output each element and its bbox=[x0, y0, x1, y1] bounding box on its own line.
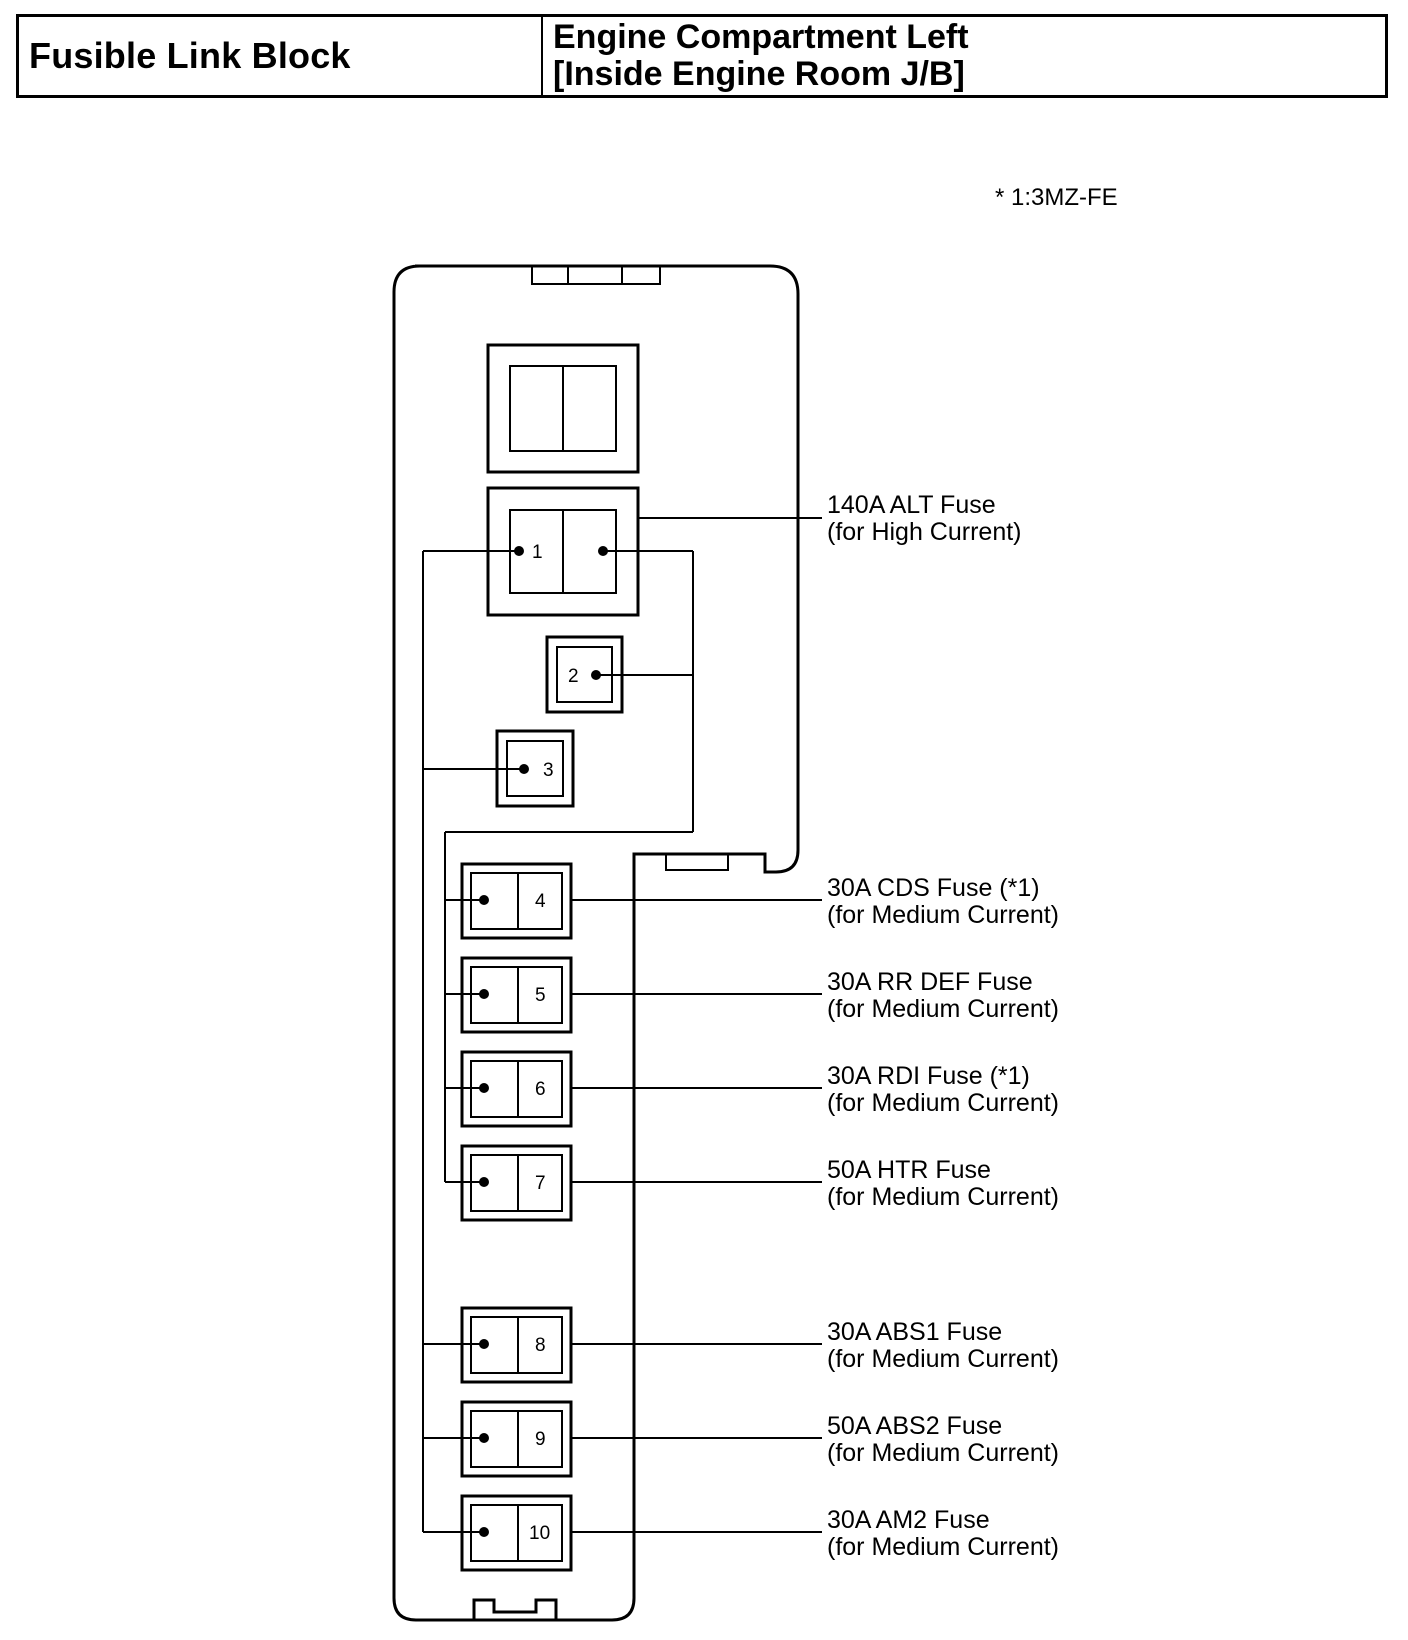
fuse-name: 140A ALT Fuse bbox=[827, 491, 996, 519]
fuse-desc: (for Medium Current) bbox=[827, 1345, 1059, 1373]
fuse-name: 50A HTR Fuse bbox=[827, 1156, 991, 1184]
spare-slot bbox=[486, 343, 640, 474]
fuse-desc: (for Medium Current) bbox=[827, 1439, 1059, 1467]
slot-5-number: 5 bbox=[535, 985, 546, 1006]
fuse-name: 30A CDS Fuse (*1) bbox=[827, 874, 1040, 902]
fuse-desc: (for Medium Current) bbox=[827, 1533, 1059, 1561]
fuse-name: 30A RDI Fuse (*1) bbox=[827, 1062, 1030, 1090]
fuse-desc: (for Medium Current) bbox=[827, 1089, 1059, 1117]
fuse-label-rr-def: 30A RR DEF Fuse (for Medium Current) bbox=[827, 969, 1059, 1023]
header-location-cell: Engine Compartment Left [Inside Engine R… bbox=[543, 17, 1385, 95]
fuse-name: 30A ABS1 Fuse bbox=[827, 1318, 1003, 1346]
fuse-desc: (for Medium Current) bbox=[827, 901, 1059, 929]
fuse-label-alt: 140A ALT Fuse (for High Current) bbox=[827, 492, 1022, 546]
top-tab bbox=[531, 265, 661, 285]
slot-1-number: 1 bbox=[532, 542, 543, 563]
header-title: Fusible Link Block bbox=[29, 35, 351, 76]
variant-note: * 1:3MZ-FE bbox=[995, 184, 1118, 211]
internal-wiring bbox=[422, 550, 694, 1533]
slot-9-number: 9 bbox=[535, 1429, 546, 1450]
fuse-desc: (for Medium Current) bbox=[827, 995, 1059, 1023]
location-line-2: [Inside Engine Room J/B] bbox=[553, 55, 965, 93]
fuse-label-abs2: 50A ABS2 Fuse (for Medium Current) bbox=[827, 1413, 1059, 1467]
slot-7-number: 7 bbox=[535, 1173, 546, 1194]
fuse-desc: (for Medium Current) bbox=[827, 1183, 1059, 1211]
fuse-label-abs1: 30A ABS1 Fuse (for Medium Current) bbox=[827, 1319, 1059, 1373]
slot-10-number: 10 bbox=[529, 1523, 550, 1544]
fuse-desc: (for High Current) bbox=[827, 518, 1022, 546]
slot-6-number: 6 bbox=[535, 1079, 546, 1100]
header-title-cell: Fusible Link Block bbox=[19, 17, 543, 95]
fuse-name: 30A RR DEF Fuse bbox=[827, 968, 1033, 996]
bottom-tab bbox=[472, 1598, 558, 1620]
fuse-label-rdi: 30A RDI Fuse (*1) (for Medium Current) bbox=[827, 1063, 1059, 1117]
slot-8-number: 8 bbox=[535, 1335, 546, 1356]
fuse-label-am2: 30A AM2 Fuse (for Medium Current) bbox=[827, 1507, 1059, 1561]
slot-2-number: 2 bbox=[568, 666, 579, 687]
slot-4-number: 4 bbox=[535, 891, 546, 912]
leader-lines bbox=[571, 517, 822, 1533]
mid-tab bbox=[665, 853, 729, 871]
header-table: Fusible Link Block Engine Compartment Le… bbox=[16, 14, 1388, 98]
fuse-name: 50A ABS2 Fuse bbox=[827, 1412, 1003, 1440]
fuse-label-cds: 30A CDS Fuse (*1) (for Medium Current) bbox=[827, 875, 1059, 929]
slot-3-number: 3 bbox=[543, 760, 554, 781]
block-outline bbox=[392, 264, 800, 1622]
fuse-label-htr: 50A HTR Fuse (for Medium Current) bbox=[827, 1157, 1059, 1211]
fuse-name: 30A AM2 Fuse bbox=[827, 1506, 990, 1534]
location-line-1: Engine Compartment Left bbox=[553, 18, 969, 56]
